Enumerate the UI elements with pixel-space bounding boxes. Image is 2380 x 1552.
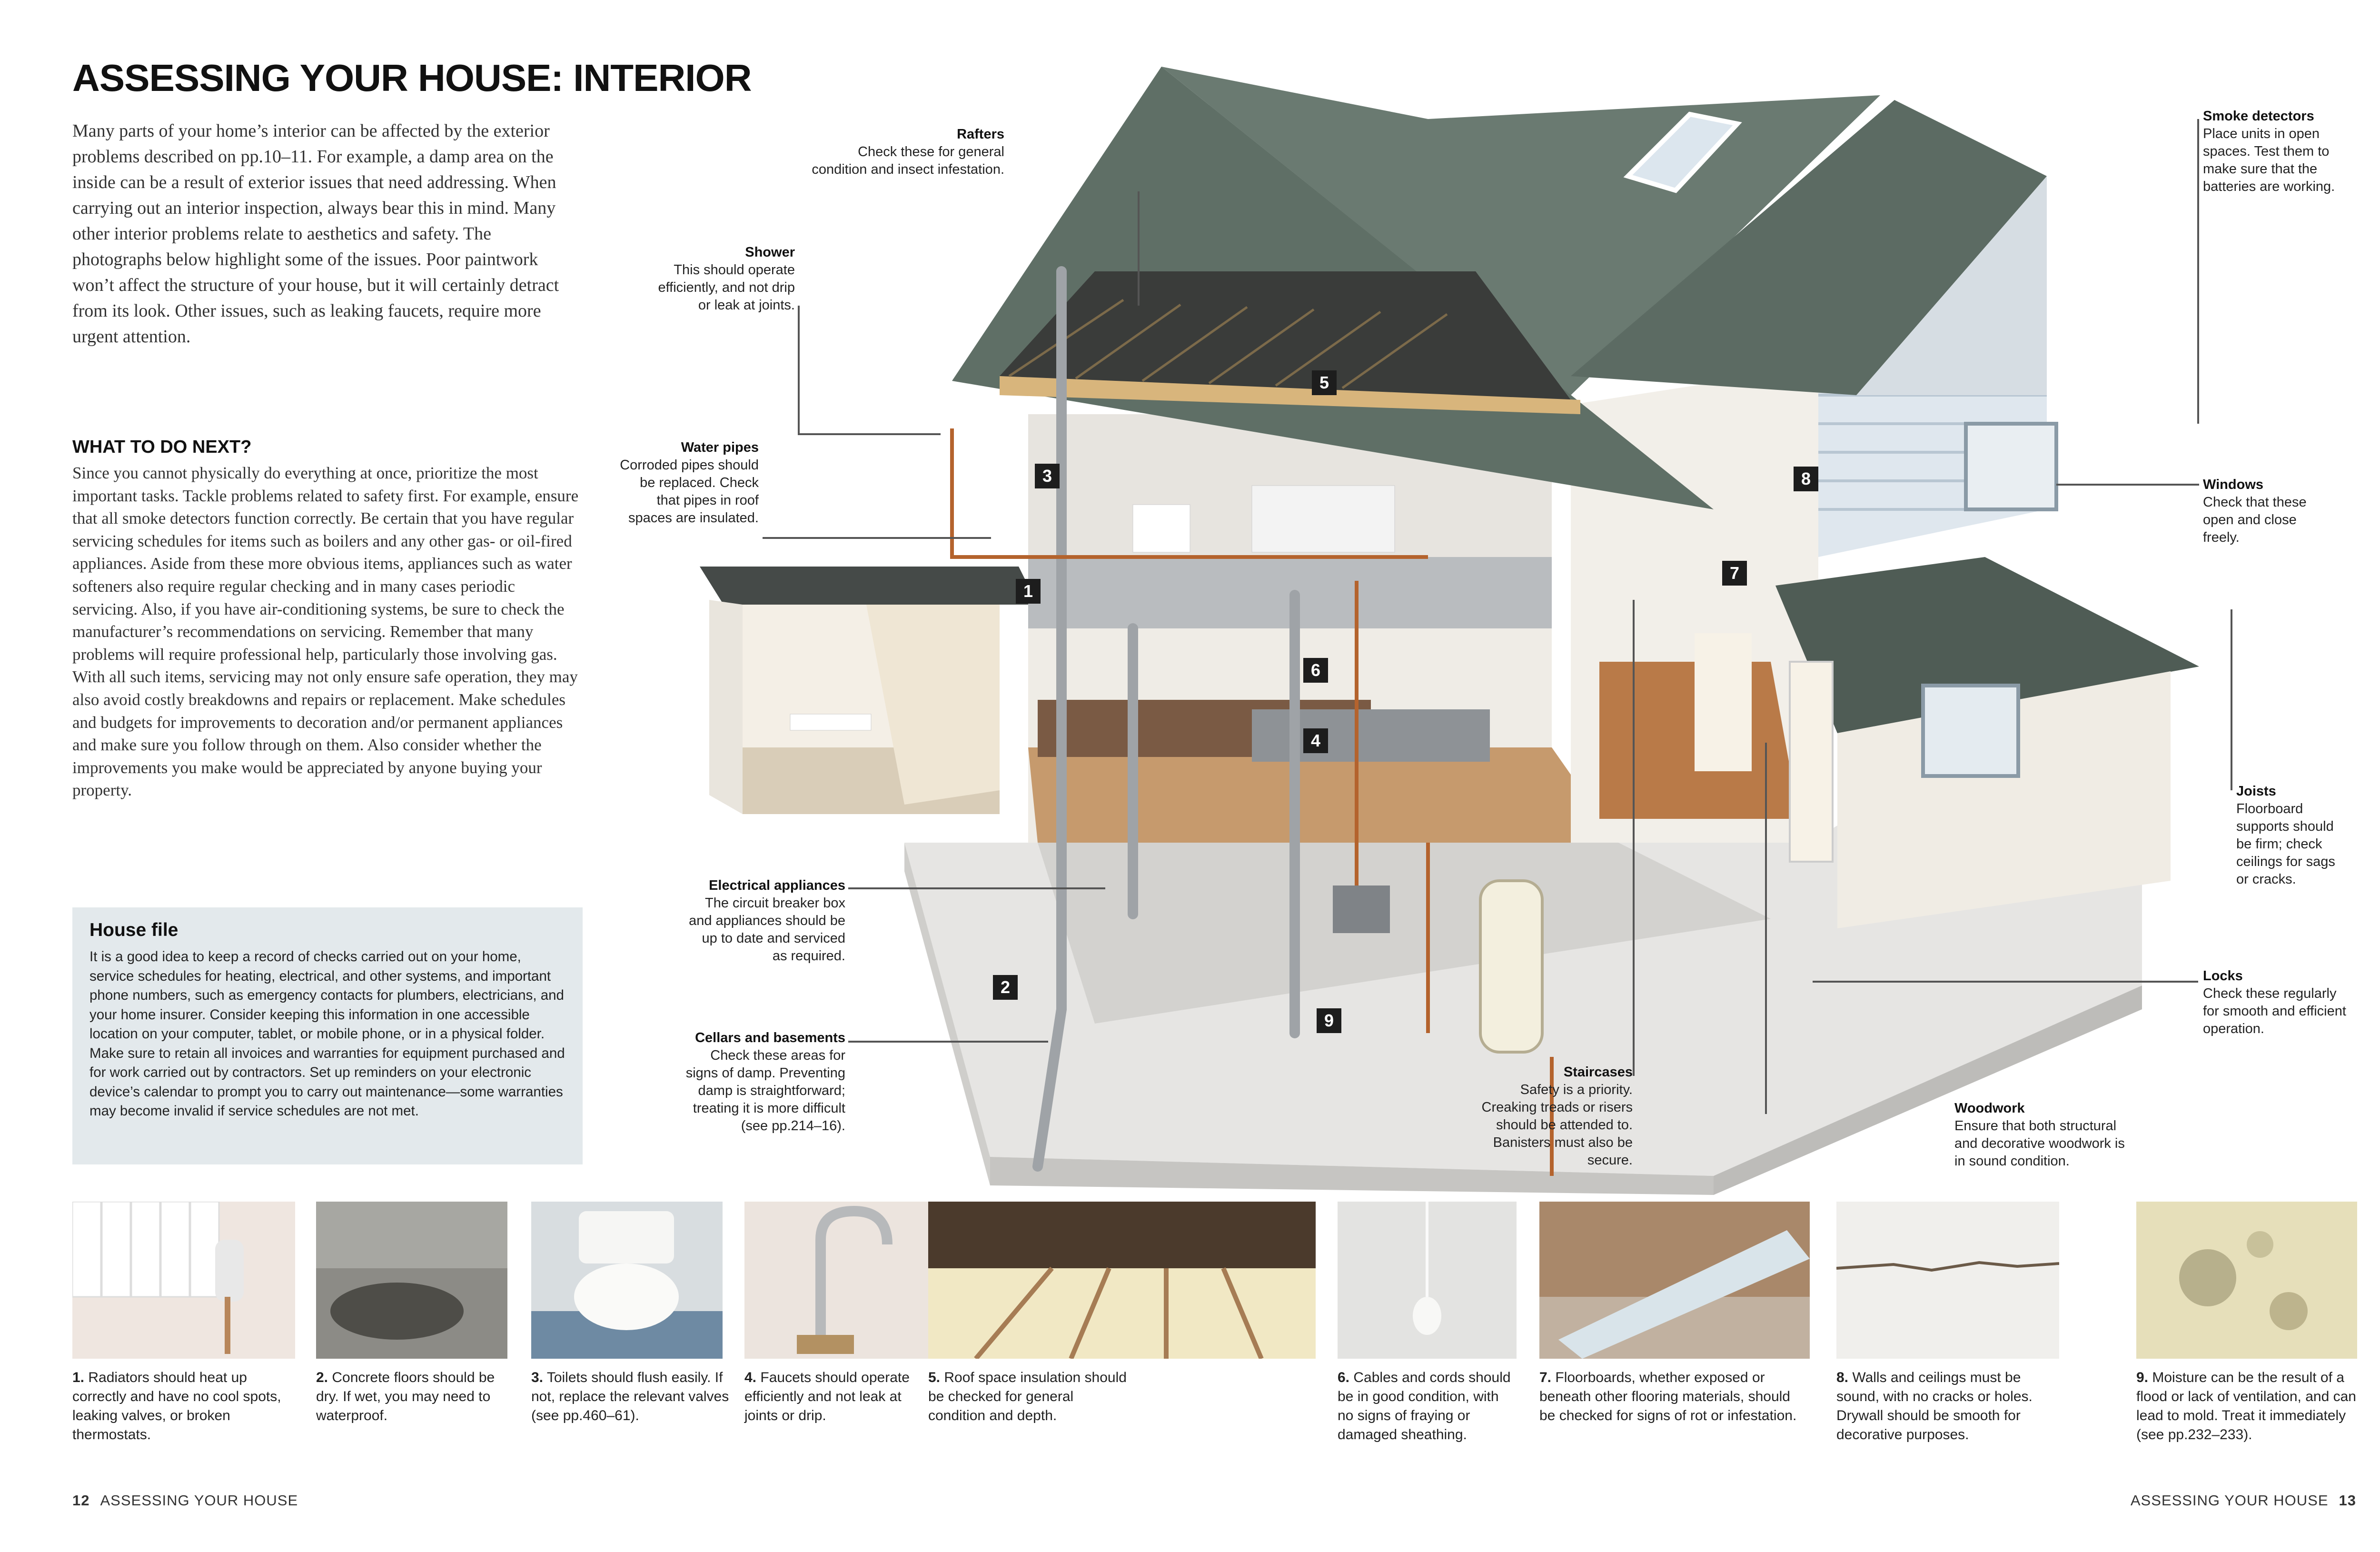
callout-rafters-title: Rafters (957, 127, 1004, 142)
callout-woodwork-title: Woodwork (1954, 1101, 2025, 1116)
callout-locks: Locks Check these regularly for smooth a… (2203, 967, 2350, 1038)
caption-5: 5. Roof space insulation should be check… (928, 1370, 1127, 1423)
photo-moisture-mold (2136, 1202, 2357, 1359)
page-number-right: 13 (2339, 1492, 2356, 1509)
callout-joists: Joists Floorboard supports should be fir… (2236, 783, 2350, 888)
shower-leader (798, 306, 800, 434)
caption-1: 1. Radiators should heat up correctly an… (72, 1370, 281, 1443)
callout-windows-title: Windows (2203, 477, 2264, 492)
marker-8: 8 (1794, 467, 1818, 491)
page-title: ASSESSING YOUR HOUSE: INTERIOR (72, 57, 752, 99)
house-file-title: House file (89, 920, 178, 940)
woodwork-leader (1765, 743, 1767, 1114)
callout-electrical: Electrical appliances The circuit breake… (685, 877, 845, 965)
callout-electrical-title: Electrical appliances (709, 878, 845, 893)
callout-windows: Windows Check that these open and close … (2203, 476, 2317, 547)
house-file-box: House file It is a good idea to keep a r… (72, 907, 583, 1164)
photo-radiator (72, 1202, 295, 1359)
section-body: Since you cannot physically do everythin… (72, 464, 579, 800)
callout-windows-text: Check that these open and close freely. (2203, 495, 2307, 545)
callout-woodwork: Woodwork Ensure that both structural and… (1954, 1100, 2135, 1170)
marker-6: 6 (1303, 658, 1328, 683)
caption-2: 2. Concrete floors should be dry. If wet… (316, 1370, 495, 1423)
marker-9: 9 (1317, 1008, 1341, 1033)
photo-wall-crack (1836, 1202, 2059, 1359)
photo-concrete-floor (316, 1202, 507, 1359)
callout-shower-text: This should operate efficiently, and not… (658, 262, 795, 313)
callout-joists-text: Floorboard supports should be firm; chec… (2236, 801, 2335, 887)
caption-3: 3. Toilets should flush easily. If not, … (531, 1370, 729, 1423)
marker-7: 7 (1722, 561, 1747, 586)
callout-smoke-title: Smoke detectors (2203, 109, 2314, 124)
house-file-body: It is a good idea to keep a record of ch… (89, 949, 565, 1119)
marker-5: 5 (1312, 370, 1337, 395)
section-heading: WHAT TO DO NEXT? (72, 437, 252, 457)
caption-8: 8. Walls and ceilings must be sound, wit… (1836, 1370, 2033, 1443)
callout-woodwork-text: Ensure that both structural and decorati… (1954, 1118, 2125, 1169)
callout-water-pipes-title: Water pipes (681, 440, 759, 455)
callout-shower: Shower This should operate efficiently, … (652, 244, 795, 314)
callout-cellars: Cellars and basements Check these areas … (676, 1029, 845, 1135)
locks-leader (1813, 981, 2198, 983)
photo-toilet (531, 1202, 723, 1359)
callout-locks-title: Locks (2203, 968, 2243, 984)
callout-locks-text: Check these regularly for smooth and eff… (2203, 986, 2346, 1036)
photo-faucet (744, 1202, 935, 1359)
caption-4: 4. Faucets should operate efficiently an… (744, 1370, 910, 1423)
callout-water-pipes-text: Corroded pipes should be replaced. Check… (620, 458, 759, 526)
callout-shower-title: Shower (745, 245, 795, 260)
callout-cellars-text: Check these areas for signs of damp. Pre… (685, 1048, 845, 1134)
marker-2: 2 (993, 975, 1018, 1000)
folio-right: ASSESSING YOUR HOUSE 13 (2131, 1492, 2356, 1509)
caption-9: 9. Moisture can be the result of a flood… (2136, 1370, 2356, 1443)
callout-joists-title: Joists (2236, 784, 2276, 799)
photo-cable (1338, 1202, 1517, 1359)
intro-paragraph: Many parts of your home’s interior can b… (72, 121, 559, 347)
smoke-leader (2197, 119, 2199, 424)
callout-staircases-text: Safety is a priority. Creaking treads or… (1481, 1082, 1633, 1168)
house-cutaway-illustration (619, 33, 2332, 1200)
shower-leader-h (798, 433, 941, 435)
callout-smoke-detectors: Smoke detectors Place units in open spac… (2203, 108, 2350, 196)
joists-leader (2231, 609, 2232, 790)
page-number-left: 12 (72, 1492, 90, 1509)
callout-electrical-text: The circuit breaker box and appliances s… (689, 895, 845, 964)
staircases-leader (1633, 600, 1635, 1076)
callout-staircases-title: Staircases (1563, 1065, 1633, 1080)
cellars-leader (848, 1041, 1048, 1043)
callout-staircases: Staircases Safety is a priority. Creakin… (1466, 1064, 1633, 1169)
electrical-leader (848, 887, 1105, 889)
callout-rafters: Rafters Check these for general conditio… (800, 126, 1004, 179)
folio-left-label: ASSESSING YOUR HOUSE (100, 1492, 298, 1509)
callout-smoke-text: Place units in open spaces. Test them to… (2203, 126, 2335, 194)
marker-4: 4 (1303, 728, 1328, 753)
folio-left: 12 ASSESSING YOUR HOUSE (72, 1492, 298, 1509)
folio-right-label: ASSESSING YOUR HOUSE (2130, 1492, 2329, 1509)
photo-roof-insulation (928, 1202, 1316, 1359)
windows-leader (2056, 484, 2199, 486)
marker-3: 3 (1035, 464, 1060, 488)
caption-6: 6. Cables and cords should be in good co… (1338, 1370, 1511, 1443)
callout-water-pipes: Water pipes Corroded pipes should be rep… (619, 439, 759, 527)
callout-cellars-title: Cellars and basements (695, 1030, 845, 1045)
water-pipes-leader (763, 537, 991, 539)
marker-1: 1 (1016, 579, 1041, 604)
callout-rafters-text: Check these for general condition and in… (812, 144, 1004, 177)
rafters-leader (1138, 191, 1140, 306)
photo-floorboards (1539, 1202, 1810, 1359)
caption-7: 7. Floorboards, whether exposed or benea… (1539, 1370, 1797, 1423)
